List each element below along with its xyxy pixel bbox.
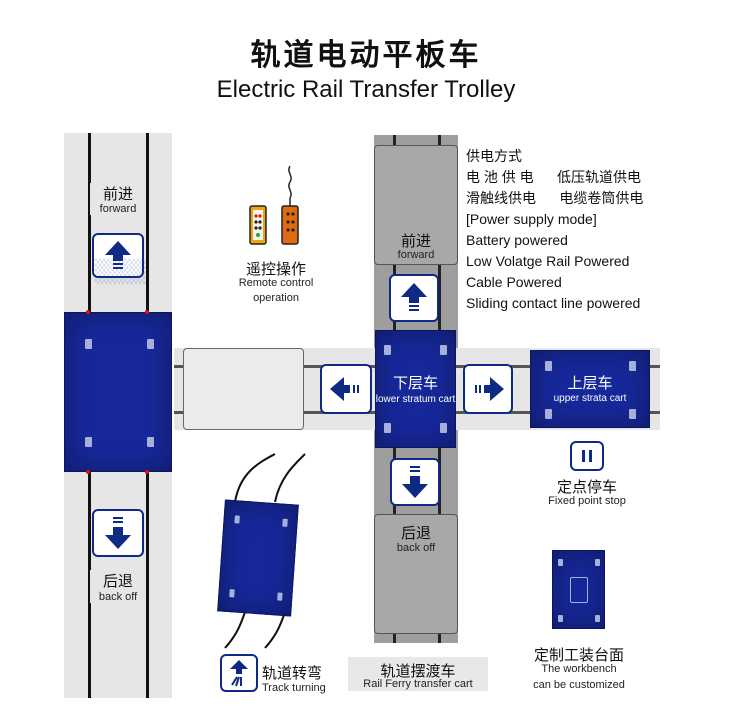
arrow-right-icon	[475, 377, 504, 401]
arrow-up-icon	[401, 283, 427, 311]
ferry-lower-slot	[374, 514, 458, 634]
watermark: ▒▒▒	[94, 260, 146, 285]
track-turning-icon-box	[220, 654, 258, 692]
forward-button-left[interactable]	[92, 233, 144, 278]
power-line: Low Volatge Rail Powered	[466, 253, 630, 269]
arrow-down-icon	[105, 517, 131, 549]
power-line: 滑触线供电 电缆卷筒供电	[466, 190, 644, 206]
remote-label-en-1: Remote control	[238, 277, 314, 289]
backoff-label-ferry: 后退	[400, 524, 431, 542]
remote-label-en-2: operation	[253, 292, 299, 304]
page-subtitle: Electric Rail Transfer Trolley	[216, 76, 516, 103]
upper-cart-label-en: upper strata cart	[553, 393, 627, 404]
ferry-upper-slot	[374, 145, 458, 265]
lower-cart-label-en: lower stratum cart	[375, 394, 456, 405]
ferry-label-en: Rail Ferry transfer cart	[363, 678, 473, 690]
arrow-down-icon	[402, 466, 428, 498]
turning-trolley	[217, 499, 299, 617]
page-title: 轨道电动平板车	[250, 38, 482, 73]
left-trolley	[64, 312, 172, 472]
power-line: [Power supply mode]	[466, 211, 597, 227]
power-line: Cable Powered	[466, 274, 562, 290]
turn-arrow-icon	[230, 660, 248, 687]
workbench-trolley	[552, 550, 605, 629]
power-line: 电 池 供 电 低压轨道供电	[466, 169, 642, 185]
backoff-label-ferry-en: back off	[396, 542, 436, 554]
forward-label-left-en: forward	[90, 203, 146, 215]
power-line: 供电方式	[466, 148, 522, 164]
pause-icon	[582, 450, 592, 462]
power-supply-info: 供电方式 电 池 供 电 低压轨道供电 滑触线供电 电缆卷筒供电 [Power …	[466, 146, 726, 314]
workbench-label: 定制工装台面	[533, 646, 624, 664]
empty-cart	[183, 348, 304, 430]
forward-label-left: 前进	[90, 183, 146, 204]
forward-button-ferry[interactable]	[389, 274, 439, 322]
upper-strata-cart	[530, 350, 650, 428]
lower-stratum-cart	[375, 330, 456, 448]
workbench-label-en-1: The workbench	[541, 663, 617, 675]
backoff-button-left[interactable]	[92, 509, 144, 557]
ferry-label: 轨道摆渡车	[380, 662, 456, 680]
arrow-up-icon	[105, 240, 131, 269]
remote-control-icon	[246, 162, 306, 252]
fixed-stop-label: 定点停车	[556, 478, 617, 496]
fixed-stop-button[interactable]	[570, 441, 604, 471]
arrow-left-icon	[330, 377, 359, 401]
backoff-label-left-en: back off	[90, 591, 146, 603]
fixed-stop-label-en: Fixed point stop	[548, 495, 626, 507]
remote-label: 遥控操作	[245, 260, 306, 278]
ferry-label-box	[348, 657, 488, 691]
forward-label-ferry-en: forward	[397, 249, 435, 261]
track-turning-label: 轨道转弯	[262, 664, 323, 682]
backoff-button-ferry[interactable]	[390, 458, 440, 506]
power-line: Sliding contact line powered	[466, 295, 641, 311]
move-left-button[interactable]	[320, 364, 372, 414]
forward-label-ferry: 前进	[400, 232, 431, 250]
workbench-label-en-2: can be customized	[533, 679, 625, 691]
move-right-button[interactable]	[463, 364, 513, 414]
backoff-label-left: 后退	[90, 570, 146, 591]
power-line: Battery powered	[466, 232, 568, 248]
track-turning-label-en: Track turning	[262, 682, 326, 694]
lower-cart-label: 下层车	[392, 374, 438, 392]
upper-cart-label: 上层车	[567, 374, 613, 392]
